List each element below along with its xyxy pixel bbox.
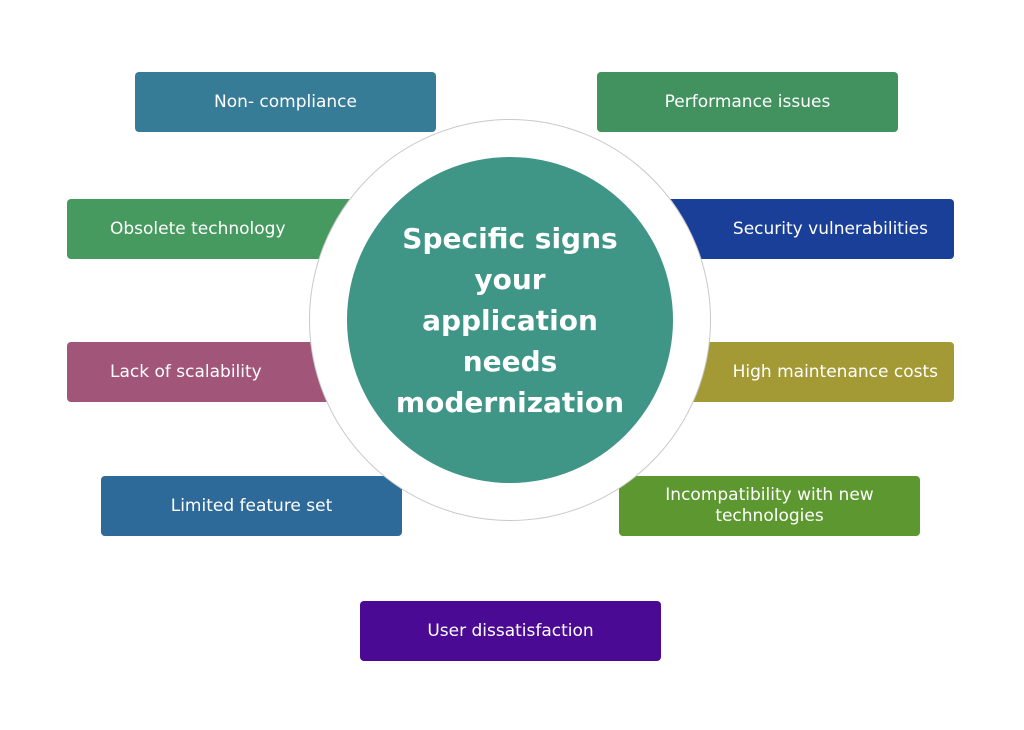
sign-box-security-vulnerabilities: Security vulnerabilities bbox=[654, 199, 954, 259]
sign-label: Incompatibility with new technologies bbox=[665, 485, 874, 526]
center-title: Specific signs your application needs mo… bbox=[395, 221, 625, 419]
sign-label: Obsolete technology bbox=[110, 218, 286, 239]
sign-label: High maintenance costs bbox=[732, 361, 938, 382]
sign-label: Security vulnerabilities bbox=[732, 218, 928, 239]
sign-box-limited-feature-set: Limited feature set bbox=[101, 476, 402, 536]
sign-box-performance-issues: Performance issues bbox=[597, 72, 898, 132]
sign-label: Non- compliance bbox=[214, 91, 357, 112]
sign-label: Performance issues bbox=[664, 91, 831, 112]
sign-label: Limited feature set bbox=[170, 495, 333, 516]
sign-box-non-compliance: Non- compliance bbox=[135, 72, 436, 132]
center-circle: Specific signs your application needs mo… bbox=[347, 157, 673, 483]
sign-label: User dissatisfaction bbox=[427, 620, 594, 641]
sign-box-user-dissatisfaction: User dissatisfaction bbox=[360, 601, 661, 661]
sign-box-incompatibility: Incompatibility with new technologies bbox=[619, 476, 920, 536]
sign-label: Lack of scalability bbox=[110, 361, 262, 382]
sign-box-obsolete-technology: Obsolete technology bbox=[67, 199, 367, 259]
